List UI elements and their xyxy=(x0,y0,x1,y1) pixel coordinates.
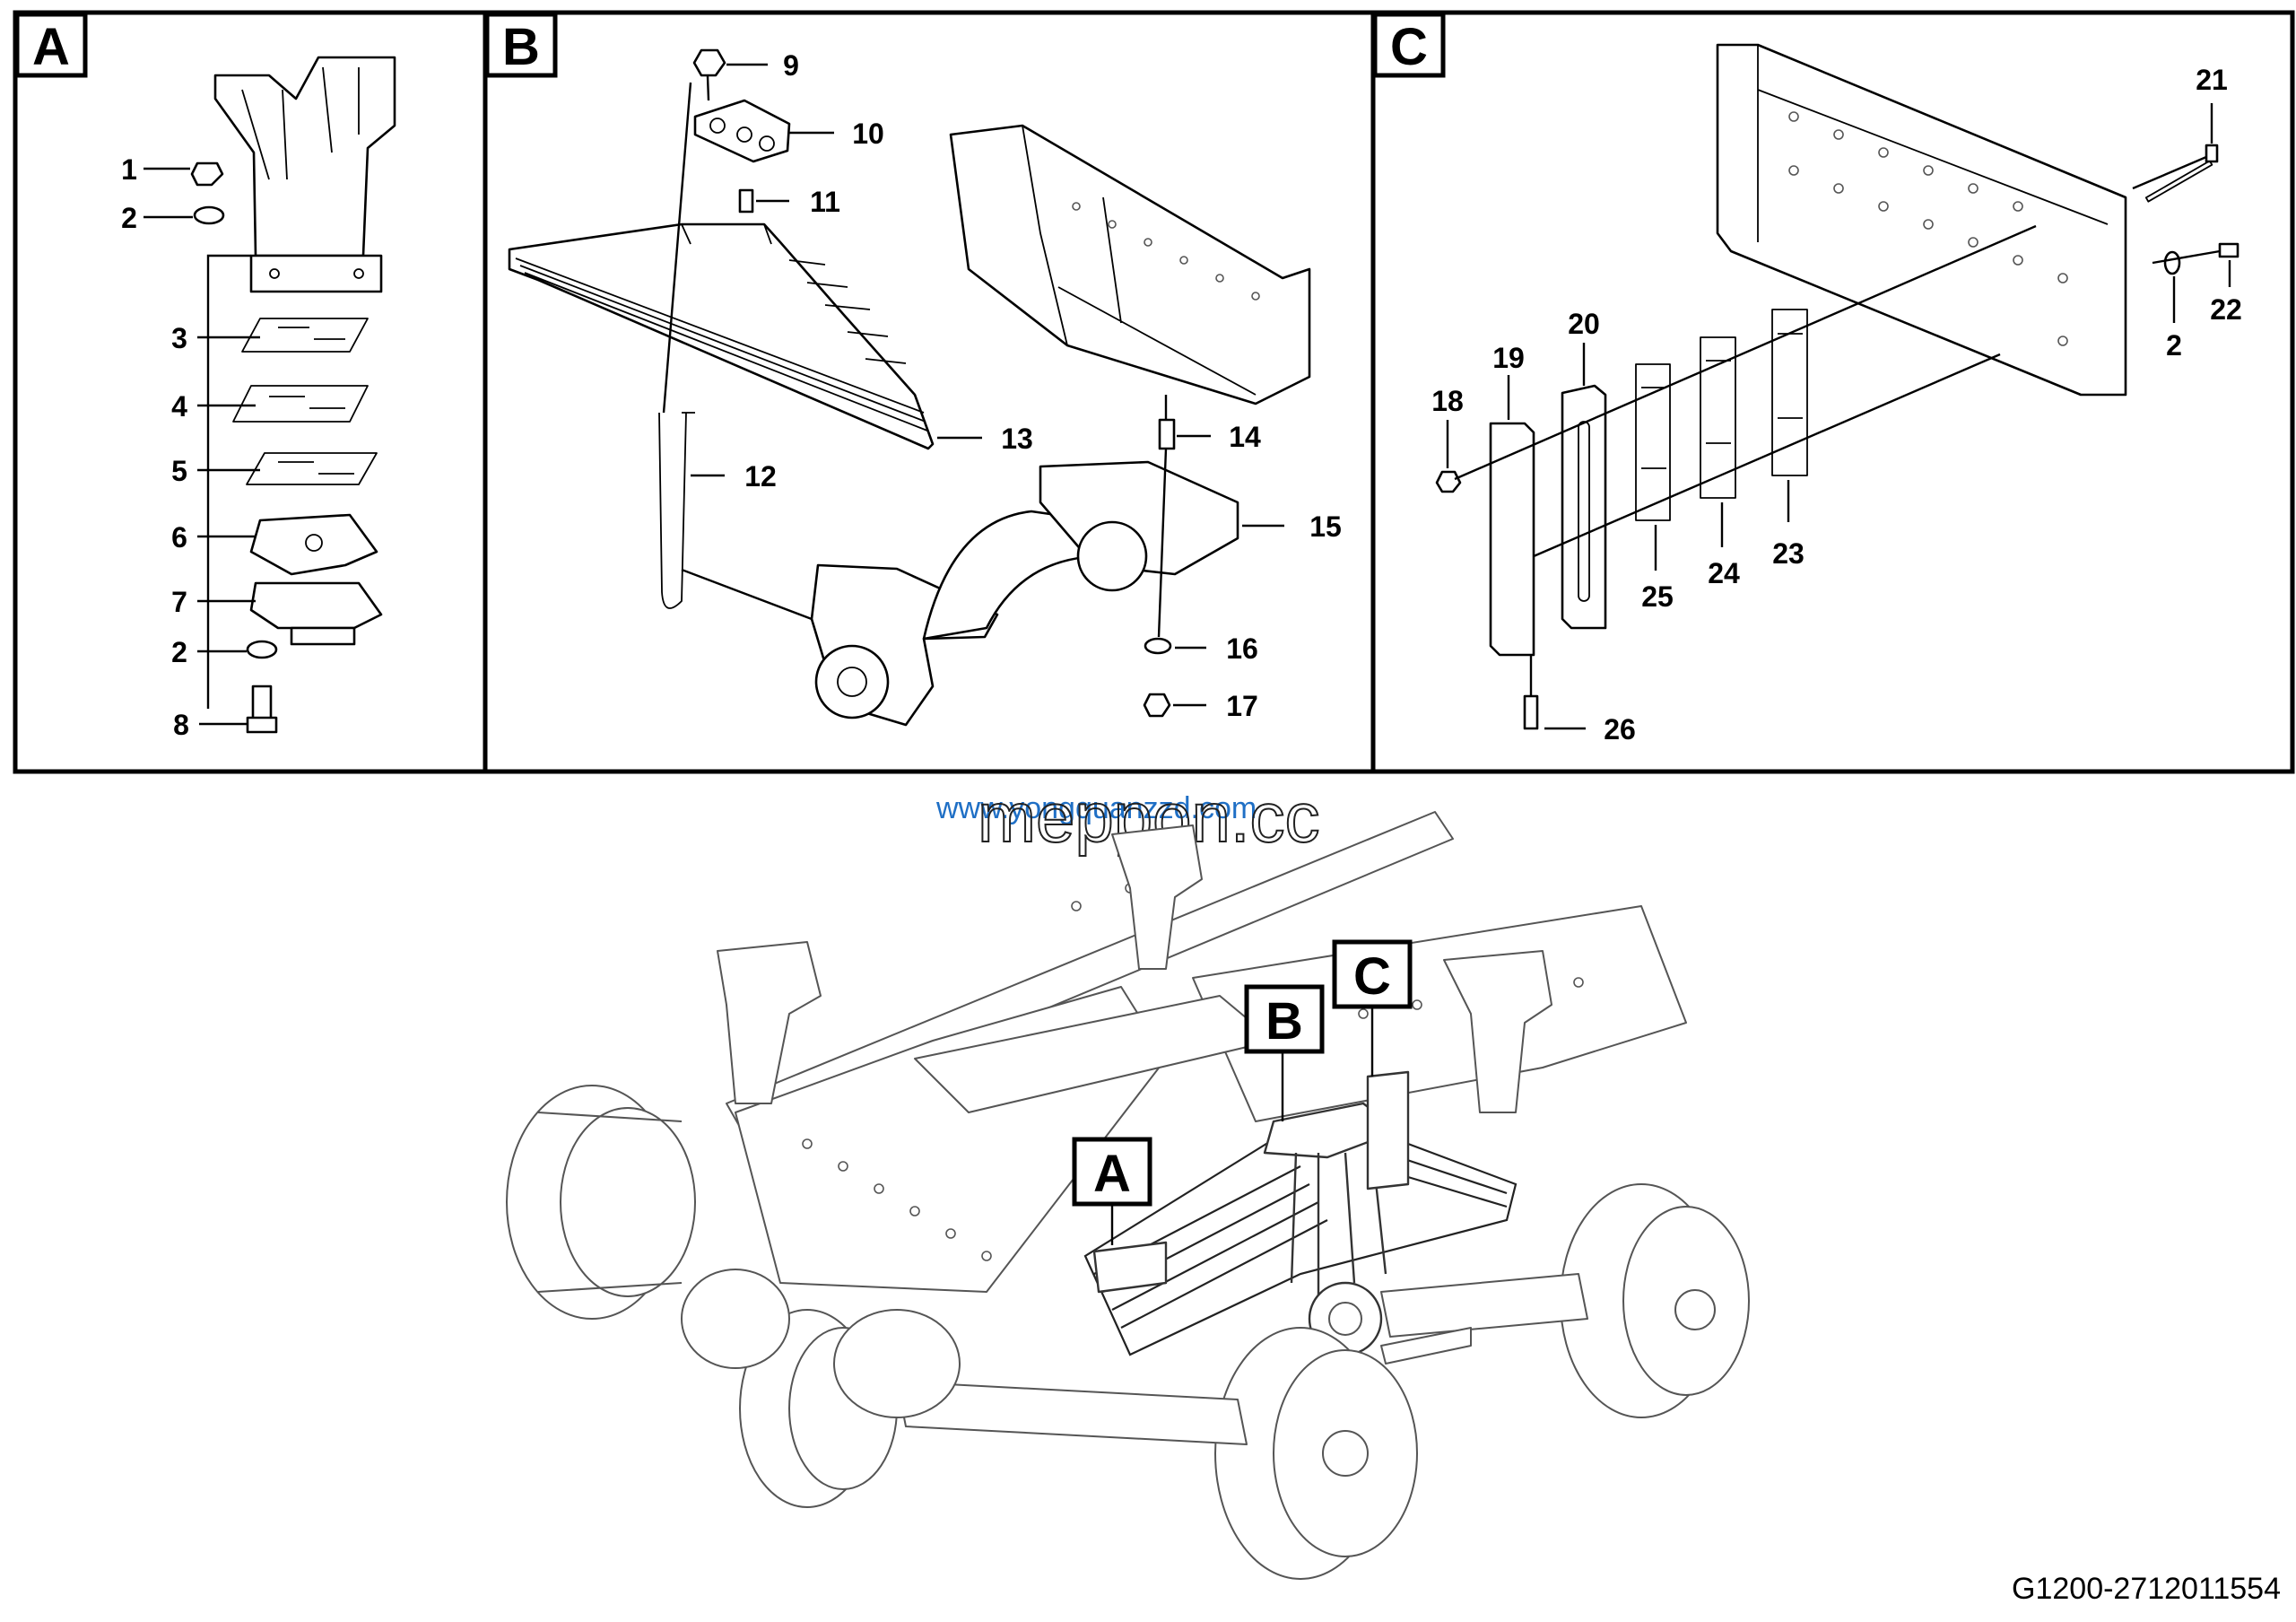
callout-2: 2 xyxy=(121,202,137,234)
shim-5 xyxy=(246,452,378,485)
callout-18: 18 xyxy=(1431,385,1464,417)
overview-side-plate xyxy=(1366,1070,1410,1190)
washer-2 xyxy=(193,205,225,225)
callout-9: 9 xyxy=(783,49,799,82)
overview-label-a: A xyxy=(1072,1137,1152,1245)
callout-21: 21 xyxy=(2196,64,2228,96)
panel-b-callouts: 9 10 11 13 12 14 15 16 17 xyxy=(691,49,1342,722)
callout-20: 20 xyxy=(1568,308,1600,340)
nut-17 xyxy=(1143,693,1171,718)
plate-7 xyxy=(249,581,383,630)
overview-wheel-left-rear xyxy=(506,1085,696,1320)
shim-3 xyxy=(241,318,369,353)
leaf-spring-13 xyxy=(508,222,935,450)
bolt-26 xyxy=(1523,694,1539,730)
panel-c-exploded-view xyxy=(1435,43,2239,730)
callout-26: 26 xyxy=(1604,713,1636,746)
panel-c-callouts: 21 2 22 20 19 18 25 24 23 26 xyxy=(1431,64,2242,746)
callout-11: 11 xyxy=(810,186,840,218)
overview-differential xyxy=(833,1309,961,1418)
callout-15: 15 xyxy=(1309,510,1342,543)
nut-18 xyxy=(1435,470,1462,493)
overview-differential-rear xyxy=(681,1269,790,1369)
nut-9 xyxy=(692,48,726,77)
callout-17: 17 xyxy=(1226,690,1258,722)
callout-19: 19 xyxy=(1492,342,1525,374)
panel-a-callouts: 1 2 3 4 5 6 7 2 8 xyxy=(121,153,260,741)
callout-24: 24 xyxy=(1708,557,1740,589)
callout-23: 23 xyxy=(1772,537,1805,570)
callout-5: 5 xyxy=(171,455,187,487)
plate-19 xyxy=(1489,422,1535,657)
callout-8: 8 xyxy=(173,709,189,741)
overview-wheel-right-rear xyxy=(1560,1183,1750,1418)
callout-3: 3 xyxy=(171,322,187,354)
overview-bracket-left xyxy=(717,941,822,1104)
spring-bracket xyxy=(213,56,396,293)
callout-25: 25 xyxy=(1641,580,1674,613)
panel-a-tag-label: A xyxy=(32,18,70,76)
callout-12: 12 xyxy=(744,460,777,493)
washer-2-lower xyxy=(246,640,278,659)
callout-2-lower: 2 xyxy=(171,636,187,668)
callout-13: 13 xyxy=(1001,423,1033,455)
shim-23 xyxy=(1771,309,1808,476)
u-bolt-12 xyxy=(658,412,695,609)
callout-1: 1 xyxy=(121,153,137,186)
overview-label-c-text: C xyxy=(1353,947,1391,1006)
nut-1 xyxy=(190,161,224,187)
callout-4: 4 xyxy=(171,390,187,423)
overview-label-b: B xyxy=(1244,984,1325,1121)
overview-label-c: C xyxy=(1332,939,1413,1077)
overview-clamp-plate xyxy=(1263,1102,1401,1159)
overview-ubolts xyxy=(1290,1147,1387,1301)
panel-b-exploded-view xyxy=(508,48,1311,727)
panel-c-tag: C xyxy=(1372,12,1446,78)
panel-a-exploded-view xyxy=(190,56,396,734)
shim-24 xyxy=(1700,336,1736,499)
chassis-section xyxy=(949,124,1311,406)
stud-14 xyxy=(1158,418,1176,450)
overview-axle-rear xyxy=(1380,1273,1588,1338)
overview-spring-seat xyxy=(1092,1241,1168,1294)
overview-wheel-right-front xyxy=(1214,1327,1418,1580)
document-id: G1200-2712011554 xyxy=(2012,1572,2281,1606)
equalizer-beam-15 xyxy=(810,460,1239,727)
panel-a-tag: A xyxy=(14,12,88,78)
bolt-8 xyxy=(246,685,278,734)
overview-torque-rod xyxy=(1380,1327,1472,1365)
bolt-22 xyxy=(2218,242,2239,258)
overview-bracket-right xyxy=(1443,950,1552,1113)
callout-6: 6 xyxy=(171,521,187,554)
overview-bracket-rear xyxy=(1111,824,1203,970)
overview-label-a-text: A xyxy=(1093,1145,1131,1203)
panel-c-tag-label: C xyxy=(1390,18,1428,76)
washer-16 xyxy=(1144,637,1172,655)
overview-frame-rail-right xyxy=(1192,905,1687,1122)
callout-10: 10 xyxy=(852,118,884,150)
overview-label-b-text: B xyxy=(1265,992,1303,1051)
callout-7: 7 xyxy=(171,586,187,618)
overview-illustration xyxy=(506,811,1750,1580)
callout-16: 16 xyxy=(1226,632,1258,665)
shim-25 xyxy=(1635,363,1671,521)
pin-11 xyxy=(738,188,754,214)
callout-2-c: 2 xyxy=(2166,329,2182,362)
frame-rail xyxy=(1716,43,2127,397)
callout-22: 22 xyxy=(2210,293,2242,326)
shim-4 xyxy=(232,385,369,423)
washer-2-c xyxy=(2163,250,2181,275)
watermark-url: www.yongquanzzd.com xyxy=(935,791,1257,825)
panel-c-frame xyxy=(1370,10,2295,774)
bolt-21 xyxy=(2144,144,2219,203)
callout-14: 14 xyxy=(1229,421,1261,453)
panel-b-tag: B xyxy=(484,12,558,78)
panel-b-tag-label: B xyxy=(502,18,540,76)
